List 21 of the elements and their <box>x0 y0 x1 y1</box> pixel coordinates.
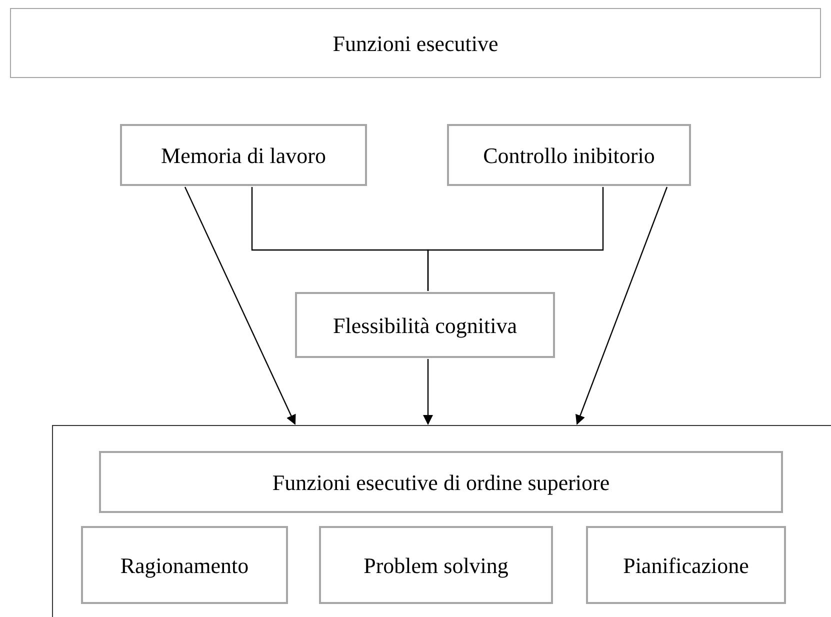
arrow <box>184 186 296 425</box>
arrow <box>576 186 668 425</box>
arrow <box>423 359 433 425</box>
process-box <box>81 526 288 604</box>
node-label: Flessibilità cognitiva <box>333 312 517 340</box>
process-box <box>99 451 783 513</box>
node-label: Controllo inibitorio <box>483 142 655 170</box>
group-container <box>52 425 831 617</box>
process-box <box>120 124 367 186</box>
process-box <box>319 526 553 604</box>
node-label: Funzioni esecutive <box>332 30 498 58</box>
title-box <box>10 8 821 78</box>
process-box <box>295 292 555 358</box>
node-label: Problem solving <box>364 552 508 580</box>
node-label: Ragionamento <box>120 552 249 580</box>
connector-line <box>427 187 604 291</box>
node-label: Memoria di lavoro <box>161 142 326 170</box>
process-box <box>586 526 786 604</box>
node-label: Funzioni esecutive di ordine superiore <box>272 468 610 497</box>
node-label: Pianificazione <box>623 552 749 580</box>
process-box <box>447 124 691 186</box>
